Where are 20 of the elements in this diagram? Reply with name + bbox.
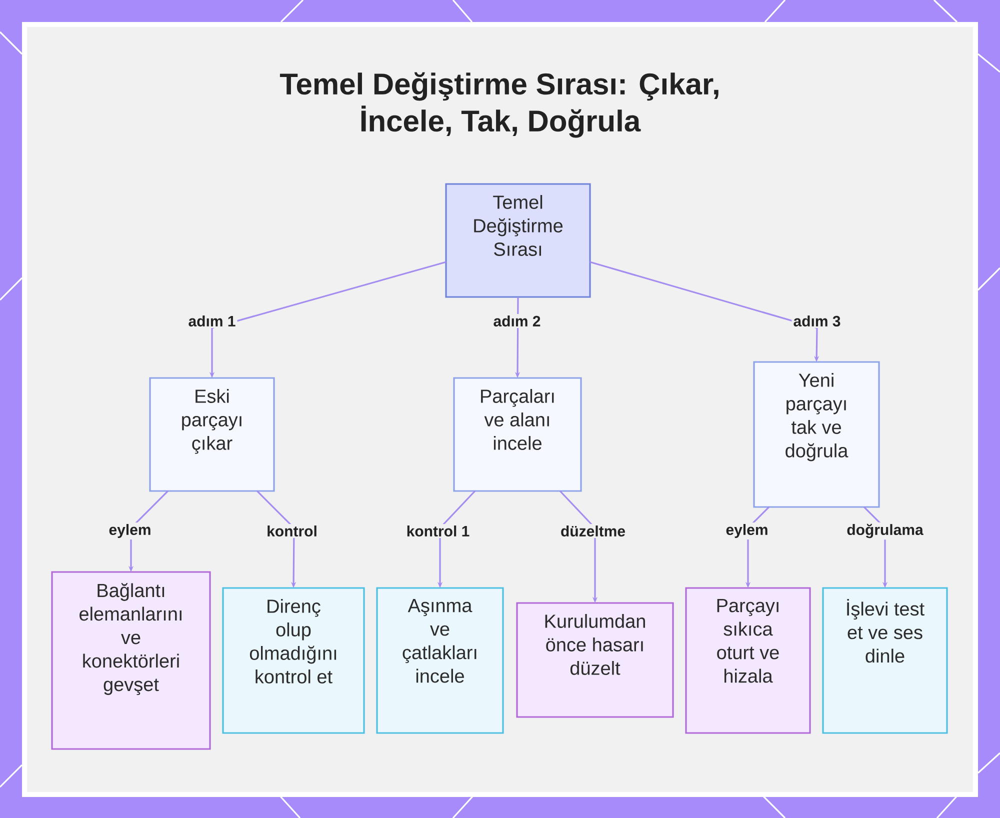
edge-label: eylem <box>724 522 770 540</box>
process-box: İşlevi test et ve ses dinle <box>822 587 948 734</box>
edge-label: düzeltme <box>559 524 628 538</box>
process-box: Bağlantı elemanlarını ve konektörleri gevşet <box>51 571 211 750</box>
process-box: Parçaları ve alanı incele <box>453 377 582 492</box>
edge-label: doğrulama <box>845 522 925 540</box>
edge-label: eylem <box>107 522 153 540</box>
process-box: Aşınma ve çatlakları incele <box>376 587 504 734</box>
process-box: Yeni parçayı tak ve doğrula <box>753 361 880 508</box>
title: Temel Değiştirme Sırası: Çıkar, İncele, Tak, Doğrula <box>280 72 718 138</box>
process-box: Eski parçayı çıkar <box>149 377 275 492</box>
process-box: Kurulumdan önce hasarı düzelt <box>516 602 674 718</box>
edge-label: adım 1 <box>186 314 238 328</box>
process-box: Temel Değiştirme Sırası <box>445 183 591 298</box>
edge-label: adım 2 <box>492 314 542 328</box>
process-box: Direnç olup olmadığını kontrol et <box>222 587 365 734</box>
edge-label: kontrol <box>265 524 319 538</box>
edge-label: kontrol 1 <box>404 524 472 538</box>
edge-label: adım 3 <box>792 314 842 328</box>
process-box: Parçayı sıkıca oturt ve hizala <box>685 587 811 734</box>
